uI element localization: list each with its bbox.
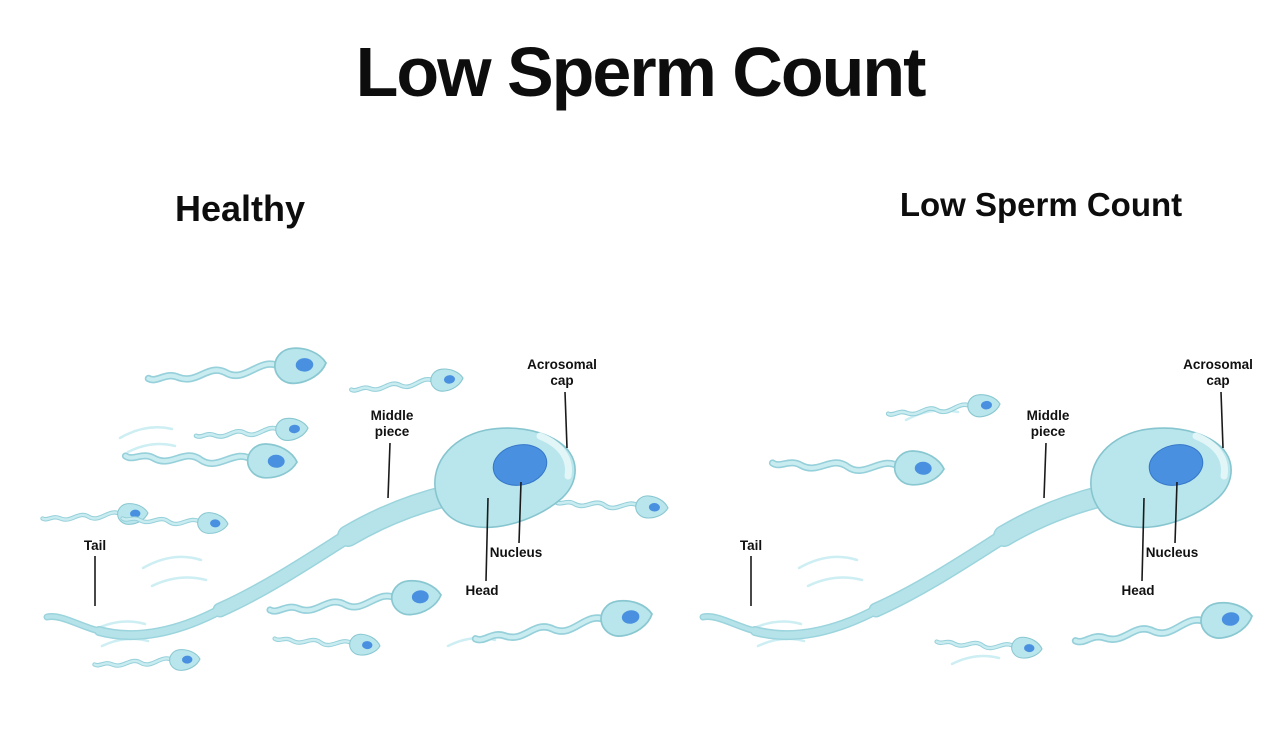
panel-title-low-sperm-count: Low Sperm Count <box>899 186 1183 223</box>
leader-lines <box>94 391 1224 606</box>
sperm-cell <box>887 393 1001 425</box>
leader-line-nucleus <box>1174 481 1178 544</box>
leader-line-nucleus <box>518 481 522 544</box>
leader-line-acrosomal-cap <box>1220 391 1224 449</box>
leader-line-head <box>1141 497 1145 582</box>
sperm-cell <box>772 446 945 486</box>
sperm-cell <box>269 578 443 627</box>
main-title: Low Sperm Count <box>355 33 927 111</box>
sperm-cell <box>350 367 464 401</box>
motion-lines <box>92 409 1001 666</box>
sperm-cell <box>195 417 308 447</box>
large-sperm-low-count <box>703 428 1231 635</box>
panel-title-healthy: Healthy <box>174 188 306 229</box>
sperm-cell <box>274 628 381 656</box>
leader-line-middle-piece <box>387 442 391 499</box>
sperm-cell <box>555 491 668 519</box>
sperm-cell <box>42 503 149 529</box>
sperm-cell <box>1073 599 1254 659</box>
leader-line-acrosomal-cap <box>564 391 568 449</box>
sperm-cell <box>147 346 328 396</box>
leader-line-middle-piece <box>1043 442 1047 499</box>
leader-line-head <box>485 497 489 582</box>
sperm-cell <box>473 597 654 657</box>
sperm-cell <box>94 649 201 675</box>
